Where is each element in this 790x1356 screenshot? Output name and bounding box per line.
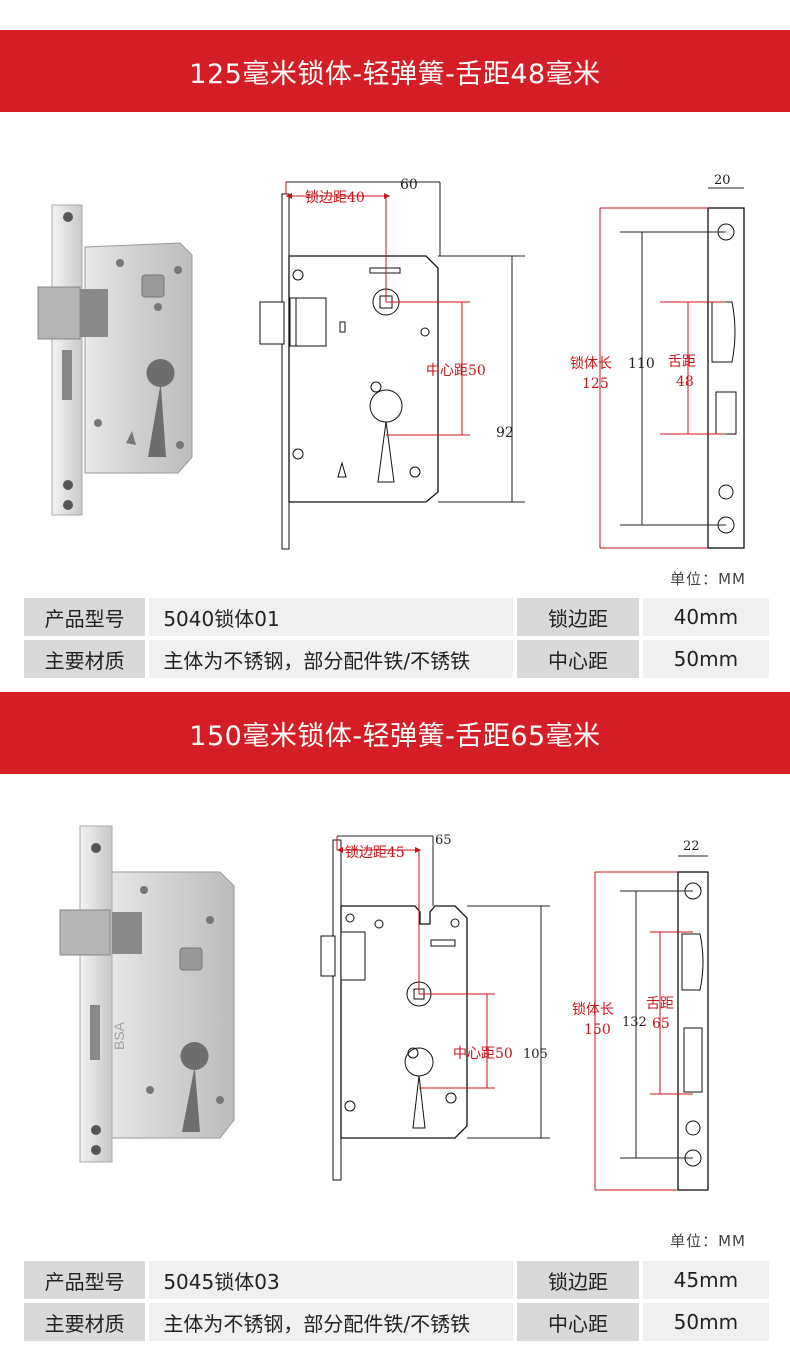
material-label: 主要材质 — [24, 1303, 146, 1341]
material-value: 主体为不锈钢，部分配件铁/不锈铁 — [149, 1303, 514, 1341]
total-width-dimension: 60 — [400, 177, 418, 193]
material-value: 主体为不锈钢，部分配件铁/不锈铁 — [149, 640, 514, 678]
center-label: 中心距 — [517, 1303, 639, 1341]
unit-note-2: 单位：MM — [670, 1232, 746, 1250]
unit-note-1: 单位：MM — [670, 570, 746, 588]
spec-table-1: 产品型号 5040锁体01 锁边距 40mm 主要材质 主体为不锈钢，部分配件铁… — [24, 598, 769, 682]
center-value: 50mm — [642, 1303, 769, 1341]
center-label: 中心距 — [517, 640, 639, 678]
side-dimension-drawing-2: 22 锁体长 150 132 舌距 65 — [570, 836, 770, 1196]
section2-banner: 150毫米锁体-轻弹簧-舌距65毫米 — [0, 692, 790, 774]
total-width-dimension: 65 — [435, 833, 452, 848]
model-value: 5045锁体03 — [149, 1261, 514, 1299]
lock-body-photo-2: BSA — [40, 820, 240, 1170]
backset-label: 锁边距 — [517, 1261, 639, 1299]
photo-brand-text: BSA — [111, 1021, 127, 1050]
spec-row-material: 主要材质 主体为不锈钢，部分配件铁/不锈铁 中心距 50mm — [24, 1303, 769, 1341]
height-dimension: 105 — [523, 1047, 548, 1062]
lock-length-value: 125 — [582, 376, 609, 392]
backset-dimension: 锁边距40 — [305, 190, 365, 206]
inner-length-dimension: 132 — [622, 1015, 647, 1030]
section1-banner: 125毫米锁体-轻弹簧-舌距48毫米 — [0, 30, 790, 112]
latch-distance-label: 舌距 — [668, 354, 696, 370]
lock-length-label: 锁体长 — [572, 1002, 614, 1018]
material-label: 主要材质 — [24, 640, 146, 678]
backset-value: 45mm — [642, 1261, 769, 1299]
lock-body-photo-1 — [30, 195, 220, 525]
model-label: 产品型号 — [24, 1261, 146, 1299]
front-dimension-drawing-2: 锁边距45 65 中心距50 105 — [305, 828, 565, 1188]
height-dimension: 92 — [496, 425, 514, 441]
model-value: 5040锁体01 — [149, 598, 514, 636]
backset-value: 40mm — [642, 598, 769, 636]
lock-length-value: 150 — [584, 1022, 611, 1038]
thickness-dimension: 22 — [683, 839, 700, 854]
center-value: 50mm — [642, 640, 769, 678]
backset-dimension: 锁边距45 — [345, 845, 405, 861]
front-dimension-drawing-1: 锁边距40 60 中心距50 92 — [240, 172, 540, 562]
backset-label: 锁边距 — [517, 598, 639, 636]
spec-table-2: 产品型号 5045锁体03 锁边距 45mm 主要材质 主体为不锈钢，部分配件铁… — [24, 1261, 769, 1345]
side-dimension-drawing-1: 20 锁体长 125 110 舌距 48 — [560, 170, 760, 560]
spec-row-model: 产品型号 5045锁体03 锁边距 45mm — [24, 1261, 769, 1299]
center-distance-dimension: 中心距50 — [453, 1046, 513, 1062]
model-label: 产品型号 — [24, 598, 146, 636]
latch-distance-value: 48 — [676, 374, 694, 390]
center-distance-dimension: 中心距50 — [426, 363, 486, 379]
latch-distance-value: 65 — [652, 1016, 670, 1032]
lock-length-label: 锁体长 — [570, 356, 612, 372]
inner-length-dimension: 110 — [628, 356, 655, 372]
latch-distance-label: 舌距 — [646, 996, 674, 1012]
thickness-dimension: 20 — [714, 173, 731, 188]
spec-row-model: 产品型号 5040锁体01 锁边距 40mm — [24, 598, 769, 636]
spec-row-material: 主要材质 主体为不锈钢，部分配件铁/不锈铁 中心距 50mm — [24, 640, 769, 678]
